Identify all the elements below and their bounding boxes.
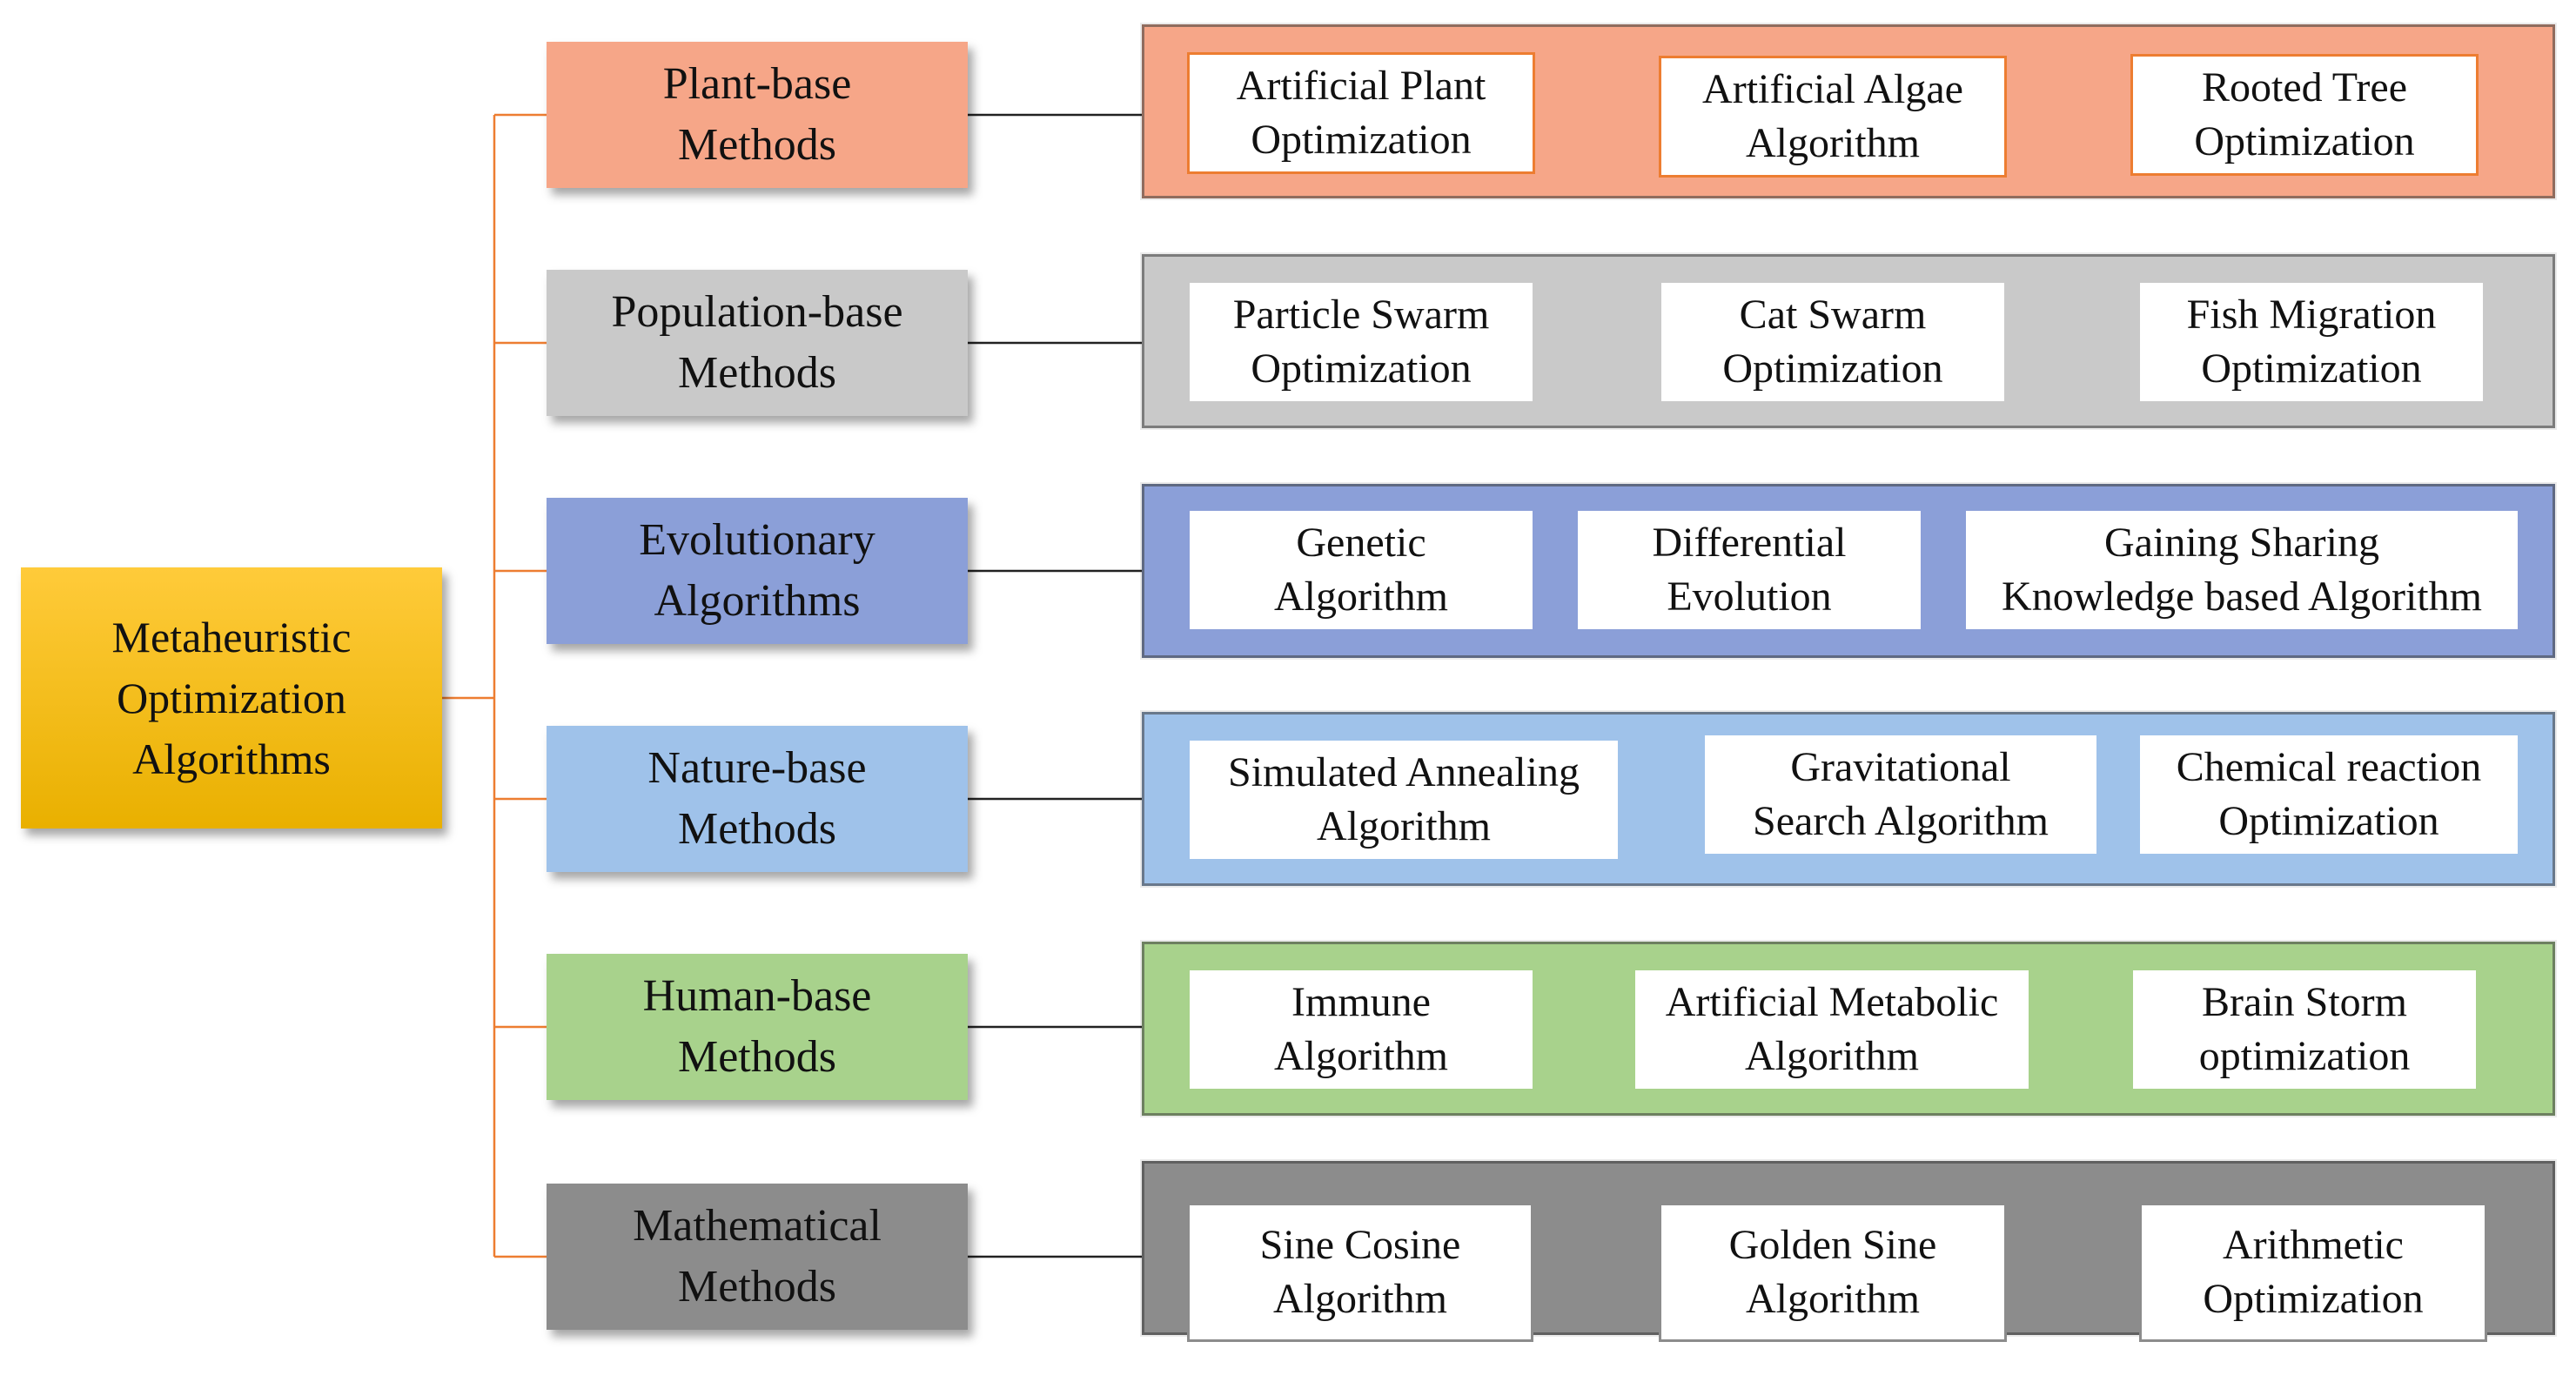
algorithm-item: Immune Algorithm [1187,968,1535,1091]
algorithm-item: Rooted Tree Optimization [2130,54,2479,176]
algorithm-item: Brain Storm optimization [2130,968,2479,1091]
category-box: Human-base Methods [547,954,968,1100]
algorithm-item: Gaining Sharing Knowledge based Algorith… [1963,508,2520,632]
algorithm-item: Fish Migration Optimization [2137,280,2485,404]
category-box: Plant-base Methods [547,42,968,188]
algorithm-item: Artificial Plant Optimization [1187,52,1535,174]
algorithm-item: Cat Swarm Optimization [1659,280,2007,404]
algorithm-item: Golden Sine Algorithm [1659,1203,2007,1342]
category-box: Mathematical Methods [547,1184,968,1330]
category-box: Evolutionary Algorithms [547,498,968,644]
algorithm-item: Artificial Metabolic Algorithm [1633,968,2031,1091]
algorithm-item: Particle Swarm Optimization [1187,280,1535,404]
algorithm-item: Artificial Algae Algorithm [1659,56,2007,178]
algorithm-item: Gravitational Search Algorithm [1702,733,2099,856]
category-box: Nature-base Methods [547,726,968,872]
algorithm-item: Differential Evolution [1575,508,1923,632]
algorithm-item: Chemical reaction Optimization [2137,733,2520,856]
algorithm-item: Genetic Algorithm [1187,508,1535,632]
root-node: Metaheuristic Optimization Algorithms [21,567,442,829]
category-box: Population-base Methods [547,270,968,416]
algorithm-item: Simulated Annealing Algorithm [1187,738,1620,862]
algorithm-item: Arithmetic Optimization [2139,1203,2487,1342]
algorithm-item: Sine Cosine Algorithm [1187,1203,1533,1342]
